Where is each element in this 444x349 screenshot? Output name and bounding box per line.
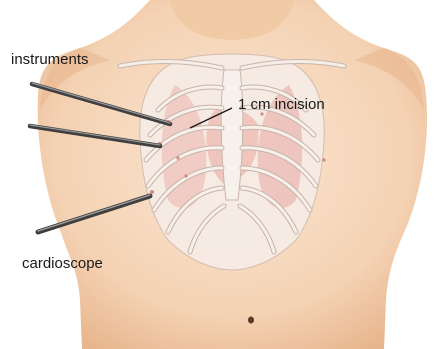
sternum <box>221 70 243 200</box>
incision-label: 1 cm incision <box>238 97 325 112</box>
navel <box>248 317 254 324</box>
cardioscope-label: cardioscope <box>22 256 103 271</box>
instruments-label: instruments <box>11 52 89 67</box>
